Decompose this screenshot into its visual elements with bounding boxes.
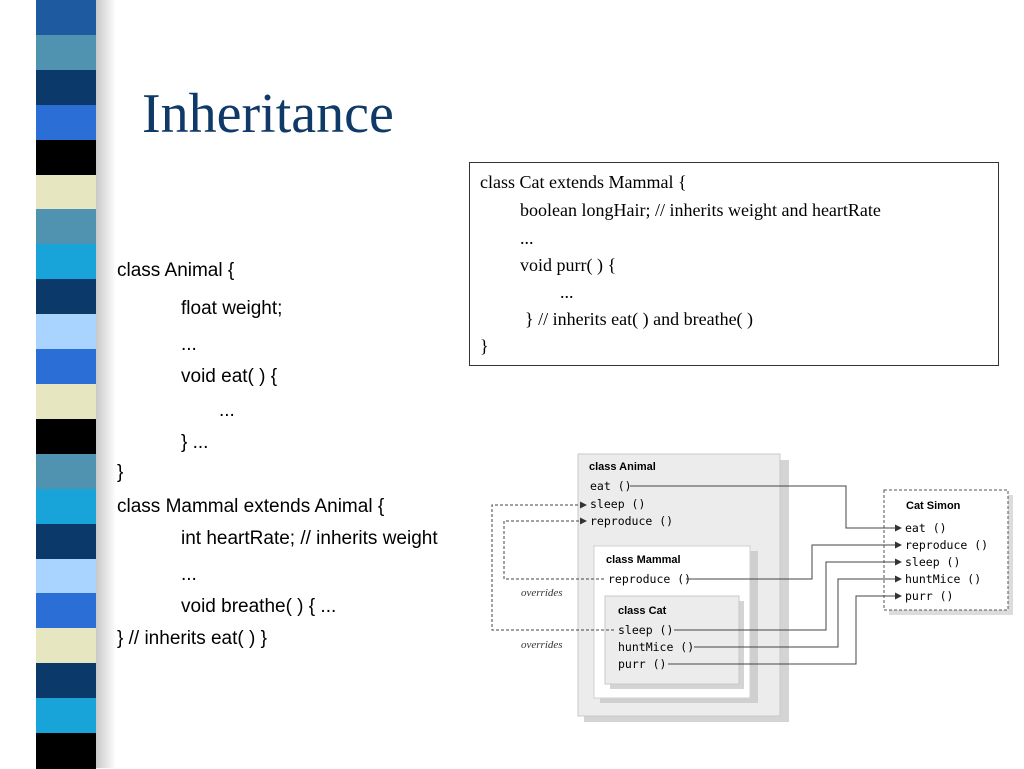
code-line: } ... [181, 432, 209, 453]
overrides-label: overrides [521, 639, 563, 651]
overrides-label: overrides [521, 587, 563, 599]
simon-method: purr () [905, 589, 953, 603]
method-resolution-arrows [630, 485, 902, 665]
stripe-segment [36, 418, 96, 455]
stripe-segment [36, 139, 96, 176]
animal-method: sleep () [590, 497, 645, 511]
stripe-segment [36, 384, 96, 420]
code-line: ... [219, 400, 235, 421]
stripe-segment [36, 733, 96, 769]
code-line: class Mammal extends Animal { [117, 496, 385, 517]
code-line: class Cat extends Mammal { [480, 172, 687, 192]
stripe-segment [36, 523, 96, 560]
cat-method: purr () [618, 657, 666, 671]
simon-method: reproduce () [905, 538, 988, 552]
class-cat-box [604, 595, 740, 685]
stripe-segment [36, 174, 96, 211]
stripe-segment [36, 314, 96, 351]
cat-class-code-box: class Cat extends Mammal { boolean longH… [469, 162, 999, 366]
simon-method: eat () [905, 521, 947, 535]
code-line: ... [181, 334, 197, 355]
override-arrows [491, 501, 614, 631]
stripe-shadow [96, 0, 116, 768]
stripe-segment [36, 104, 96, 141]
diagram-svg: class Animal class Mammal class Cat Cat … [491, 453, 1013, 722]
class-animal-title: class Animal [589, 461, 656, 473]
stripe-segment [36, 558, 96, 595]
stripe-segment [36, 349, 96, 385]
stripe-segment [36, 0, 96, 36]
stripe-segment [36, 209, 96, 246]
animal-method: reproduce () [590, 514, 673, 528]
code-line: float weight; [181, 298, 283, 319]
code-line: ... [560, 282, 574, 302]
code-line: void purr( ) { [520, 255, 617, 275]
cat-method: huntMice () [618, 640, 694, 654]
code-line: } // inherits eat( ) and breathe( ) [525, 309, 754, 329]
mammal-method: reproduce () [608, 572, 691, 586]
code-line: class Animal { [117, 260, 235, 281]
code-line: } [480, 336, 489, 356]
stripe-segment [36, 488, 96, 525]
code-line: int heartRate; // inherits weight [181, 528, 438, 549]
slide-title: Inheritance [142, 83, 394, 145]
animal-method: eat () [590, 479, 632, 493]
cat-simon-title: Cat Simon [906, 500, 961, 512]
inheritance-diagram: class Animal class Mammal class Cat Cat … [488, 448, 1014, 728]
code-line: } // inherits eat( ) } [117, 628, 267, 649]
simon-method: huntMice () [905, 572, 981, 586]
class-cat-title: class Cat [618, 605, 667, 617]
decorative-stripe [36, 0, 96, 769]
stripe-segment [36, 698, 96, 735]
code-line: void eat( ) { [181, 366, 278, 387]
stripe-segment [36, 34, 96, 71]
simon-method: sleep () [905, 555, 960, 569]
stripe-segment [36, 628, 96, 665]
code-line: ... [181, 564, 197, 585]
code-line: boolean longHair; // inherits weight and… [520, 200, 881, 220]
stripe-segment [36, 279, 96, 316]
cat-simon-box [883, 489, 1009, 611]
class-mammal-title: class Mammal [606, 554, 681, 566]
code-line: ... [520, 228, 534, 248]
stripe-segment [36, 244, 96, 281]
stripe-segment [36, 453, 96, 490]
code-line: void breathe( ) { ... [181, 596, 337, 617]
code-line: } [117, 462, 124, 483]
cat-method: sleep () [618, 623, 673, 637]
stripe-segment [36, 593, 96, 630]
stripe-segment [36, 69, 96, 106]
stripe-segment [36, 663, 96, 700]
